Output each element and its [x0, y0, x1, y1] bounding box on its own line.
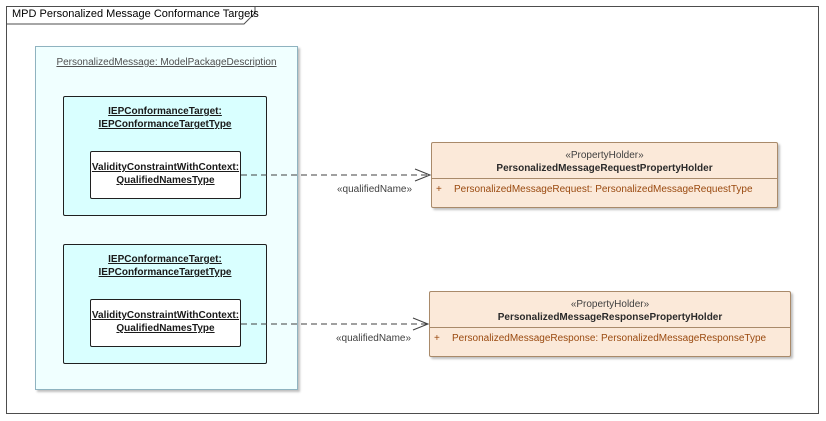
validity-constraint-title: ValidityConstraintWithContext: Qualified…: [91, 161, 240, 187]
diagram-frame: [6, 6, 819, 414]
class-name: PersonalizedMessageRequestPropertyHolder: [496, 163, 713, 174]
target-title-line-1: IEPConformanceTarget:: [108, 254, 222, 265]
class-request-property-holder[interactable]: «PropertyHolder» PersonalizedMessageRequ…: [431, 142, 778, 208]
attribute-visibility: +: [436, 184, 442, 195]
dependency-connector-1[interactable]: [241, 168, 432, 182]
constraint-line-1: ValidityConstraintWithContext:: [91, 310, 240, 321]
target-title-line-2: IEPConformanceTargetType: [98, 119, 232, 130]
frame-title: MPD Personalized Message Conformance Tar…: [12, 8, 259, 20]
conformance-target-title: IEPConformanceTarget: IEPConformanceTarg…: [64, 253, 266, 279]
validity-constraint-1[interactable]: ValidityConstraintWithContext: Qualified…: [90, 151, 241, 199]
constraint-line-2: QualifiedNamesType: [116, 175, 215, 186]
validity-constraint-title: ValidityConstraintWithContext: Qualified…: [91, 309, 240, 335]
class-stereotype: «PropertyHolder»: [565, 150, 644, 161]
attribute-text: PersonalizedMessageRequest: Personalized…: [454, 184, 753, 195]
class-response-property-holder[interactable]: «PropertyHolder» PersonalizedMessageResp…: [429, 291, 791, 357]
constraint-line-1: ValidityConstraintWithContext:: [91, 162, 240, 173]
conformance-target-1[interactable]: IEPConformanceTarget: IEPConformanceTarg…: [63, 96, 267, 216]
frame-tab-outline: [6, 6, 256, 25]
relation-label-2: «qualifiedName»: [336, 333, 412, 344]
package-title: PersonalizedMessage: ModelPackageDescrip…: [56, 57, 277, 68]
class-divider: [432, 178, 777, 179]
class-name: PersonalizedMessageResponsePropertyHolde…: [497, 312, 723, 323]
validity-constraint-2[interactable]: ValidityConstraintWithContext: Qualified…: [90, 299, 241, 347]
relation-label-1: «qualifiedName»: [337, 184, 413, 195]
constraint-line-2: QualifiedNamesType: [116, 323, 215, 334]
target-title-line-1: IEPConformanceTarget:: [108, 106, 222, 117]
attribute-visibility: +: [434, 333, 440, 344]
class-attribute[interactable]: + PersonalizedMessageResponse: Personaliz…: [434, 333, 766, 344]
conformance-target-title: IEPConformanceTarget: IEPConformanceTarg…: [64, 105, 266, 131]
target-title-line-2: IEPConformanceTargetType: [98, 267, 232, 278]
class-stereotype: «PropertyHolder»: [570, 299, 650, 310]
dependency-connector-2[interactable]: [241, 317, 430, 331]
class-attribute[interactable]: + PersonalizedMessageRequest: Personalize…: [436, 184, 753, 195]
conformance-target-2[interactable]: IEPConformanceTarget: IEPConformanceTarg…: [63, 244, 267, 364]
model-package-description[interactable]: PersonalizedMessage: ModelPackageDescrip…: [35, 46, 298, 390]
class-divider: [430, 327, 790, 328]
attribute-text: PersonalizedMessageResponse: Personalize…: [452, 333, 767, 344]
